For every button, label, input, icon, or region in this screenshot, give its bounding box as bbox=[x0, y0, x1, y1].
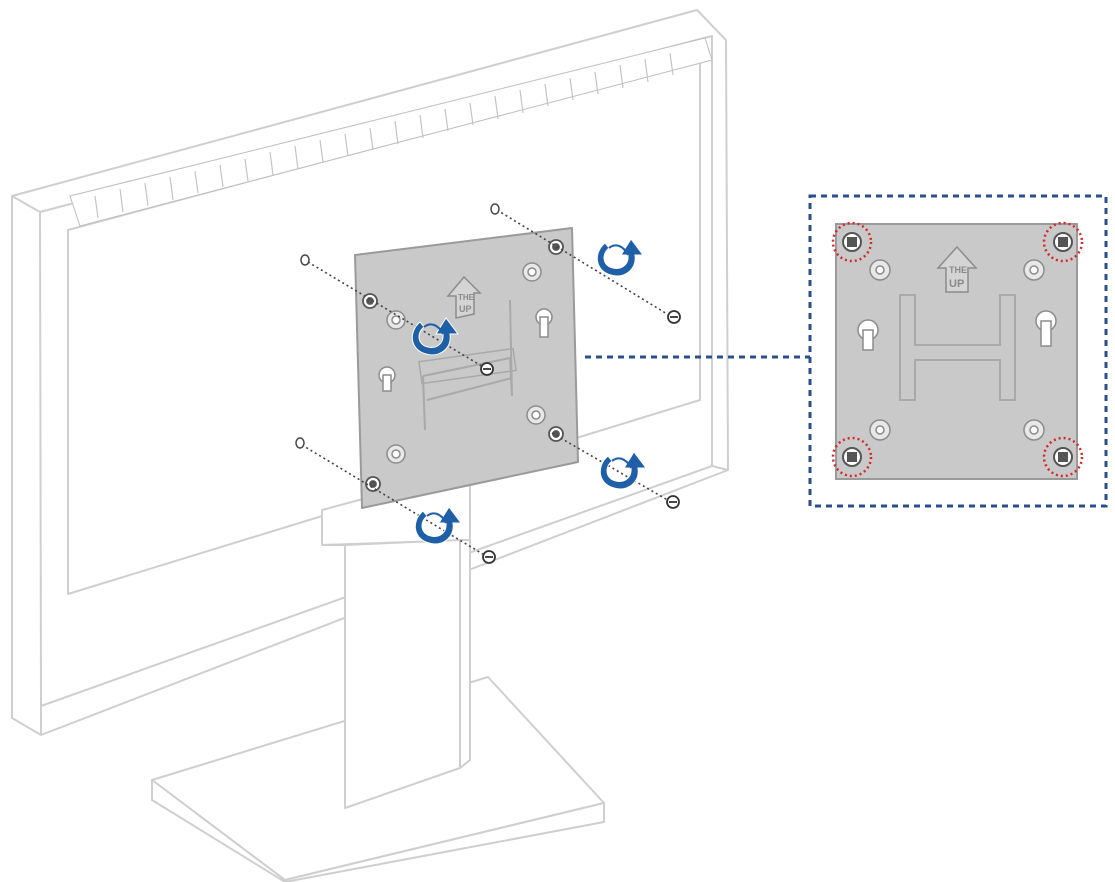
screw-icon bbox=[666, 495, 680, 509]
screw-icon bbox=[300, 254, 310, 266]
detail-plate: THE UP bbox=[835, 223, 1078, 480]
svg-text:UP: UP bbox=[459, 304, 472, 314]
screw-guides bbox=[301, 209, 673, 557]
mounting-plate: THE UP bbox=[354, 227, 579, 509]
screw-icon bbox=[667, 310, 681, 324]
screw-icon bbox=[482, 550, 496, 564]
detail-callout: THE UP bbox=[585, 194, 1108, 508]
highlight-ring bbox=[831, 221, 873, 263]
monitor bbox=[11, 9, 729, 882]
up-arrow-icon: THE UP bbox=[446, 275, 482, 319]
svg-text:THE: THE bbox=[949, 265, 967, 275]
screw-icon bbox=[480, 362, 494, 376]
keyhole-right bbox=[535, 308, 553, 338]
vent-grille bbox=[69, 37, 713, 227]
up-arrow-icon: THE UP bbox=[936, 245, 978, 293]
highlight-ring bbox=[1042, 221, 1084, 263]
screw-icon bbox=[295, 437, 305, 449]
highlight-ring bbox=[1042, 436, 1084, 478]
highlight-ring bbox=[831, 436, 873, 478]
svg-text:THE: THE bbox=[458, 293, 475, 302]
keyhole-left bbox=[378, 366, 396, 392]
screw-icon bbox=[490, 203, 500, 215]
svg-text:UP: UP bbox=[949, 278, 964, 290]
